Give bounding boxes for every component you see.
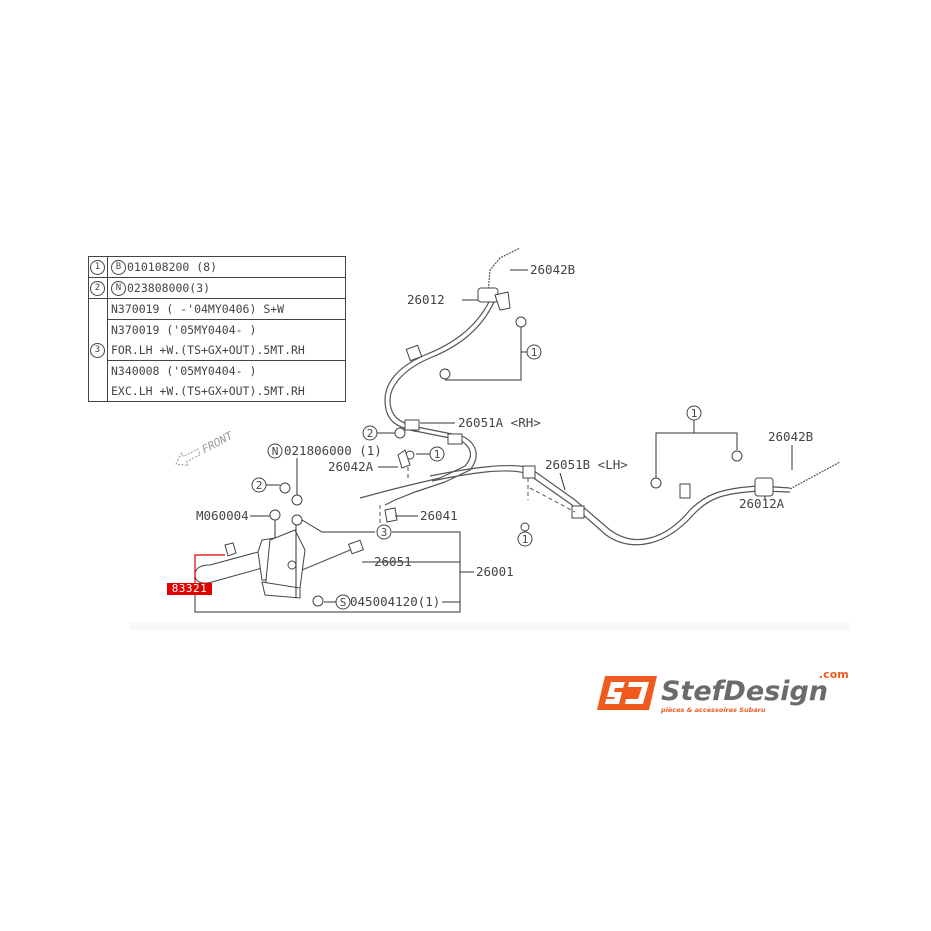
label-26042B-rear: 26042B [530,262,575,277]
bolt-type-b-icon: B [111,259,126,275]
legend-row-3a: 3 N370019 ( -'04MY0406) S+W [88,298,346,402]
bolt-icon [520,522,530,532]
fasteners [224,316,743,607]
svg-text:2: 2 [367,427,374,440]
label-26051A-rh: 26051A <RH> [458,415,541,430]
callout-2-icon: 2 [362,425,378,441]
label-26042A: 26042A [328,459,374,474]
bolt-icon [515,316,527,328]
nut-icon [394,427,406,439]
callout-1-icon: 1 [429,446,445,462]
svg-text:2: 2 [256,479,263,492]
stefdesign-logo[interactable]: StefDesign .com pièces & accessoires Sub… [597,668,857,718]
label-26051: 26051 [374,554,412,569]
parking-brake-lever [194,520,306,599]
legend-applicability: FOR.LH +W.(TS+GX+OUT).5MT.RH [111,343,305,357]
cable-26051A-rh [384,247,521,483]
leader-lines [194,269,793,613]
svg-text:1: 1 [531,346,538,359]
label-26012: 26012 [407,292,445,307]
callout-1-icon: 1 [526,344,542,360]
legend-part-number: 023808000(3) [127,280,211,295]
bolt-icon [269,509,281,521]
label-26012A: 26012A [739,496,785,511]
logo-tld: .com [819,668,849,681]
svg-text:S: S [340,596,347,609]
logo-tagline: pièces & accessoires Subaru [660,706,766,714]
nut-type-n-icon: N [111,280,126,296]
svg-text:1: 1 [434,448,441,461]
label-045004120: 045004120(1) [350,594,440,609]
legend-part-number: N370019 ('05MY0404- ) [111,323,257,337]
baseline-band [130,622,850,630]
front-label: FRONT [200,428,237,456]
callout-2-icon: 2 [90,280,105,296]
label-M060004: M060004 [196,508,249,523]
callout-n-icon: N [267,443,283,459]
callout-1-icon: 1 [517,531,533,547]
callout-3-icon: 3 [376,524,392,540]
legend-part-number: N340008 ('05MY0404- ) [111,364,257,378]
bolt-icon [731,450,743,462]
legend-part-number: N370019 ( -'04MY0406) S+W [107,298,346,320]
legend-row-3b: N370019 ('05MY0404- ) FOR.LH +W.(TS+GX+O… [89,319,346,361]
svg-text:3: 3 [381,526,388,539]
svg-text:1: 1 [691,407,698,420]
front-arrow-icon: FRONT [175,428,237,467]
bolt-icon [650,477,662,489]
cable-26051B-lh [429,461,841,546]
label-26001: 26001 [476,564,514,579]
bolt-icon [312,595,324,607]
bolt-icon [439,368,451,380]
label-26042B-lh: 26042B [768,429,813,444]
nut-icon [291,494,303,506]
callout-2-icon: 2 [251,477,267,493]
callout-3-icon: 3 [90,342,105,358]
nut-icon [279,482,291,494]
callout-1-icon: 1 [90,259,105,275]
highlighted-part-number[interactable]: 83321 [167,583,212,595]
label-021806000: 021806000 (1) [284,443,382,458]
callout-1-icon: 1 [686,405,702,421]
label-26051B-lh: 26051B <LH> [545,457,628,472]
label-26041: 26041 [420,508,458,523]
svg-text:1: 1 [522,533,529,546]
legend-row-3c: N340008 ('05MY0404- ) EXC.LH +W.(TS+GX+O… [89,360,346,402]
nut-icon [291,514,303,526]
svg-text:N: N [272,445,279,458]
sd-logo-icon [597,676,657,710]
logo-brand: StefDesign [661,676,828,707]
legend-part-number: 010108200 (8) [127,259,218,274]
cable-bracket-26012A [754,477,774,497]
legend-applicability: EXC.LH +W.(TS+GX+OUT).5MT.RH [111,384,305,398]
callout-s-icon: S [335,594,351,610]
